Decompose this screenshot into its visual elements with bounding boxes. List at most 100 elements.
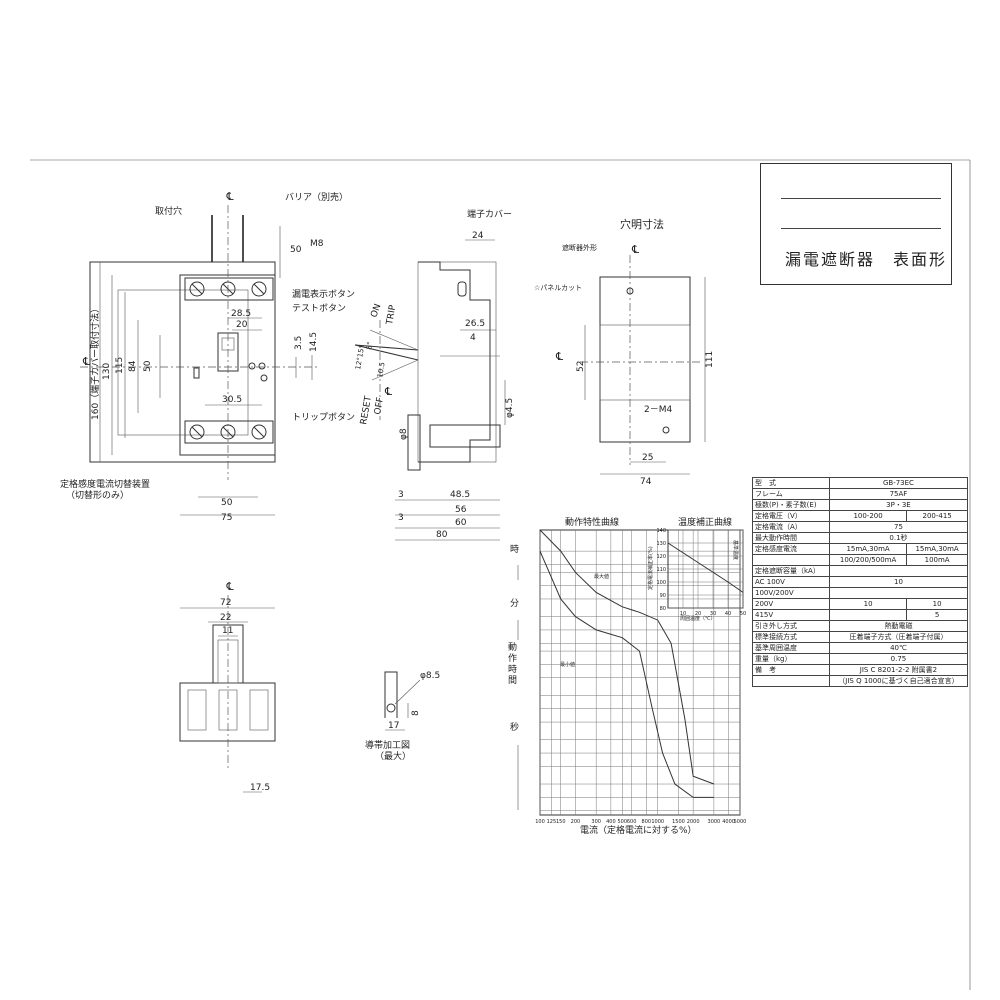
spec-label: 型 式 (752, 477, 830, 489)
panel-cut-view: 穴明寸法 遮断器外形 ☆パネルカット ℄ ℄ 2－M4 52 111 25 74 (534, 217, 715, 487)
spec-row: 定格遮断容量（kA） (752, 565, 969, 577)
spec-label: 415V (752, 609, 830, 621)
temp-y-tick: 80 (660, 606, 666, 612)
spec-value (828, 609, 908, 621)
spec-value: GB-73EC (828, 477, 969, 489)
spec-value: 100mA (906, 554, 968, 566)
spec-label: 極数(P)・素子数(E) (752, 499, 830, 511)
temp-chart-title: 温度補正曲線 (678, 516, 732, 528)
op-x-tick: 200 (571, 819, 581, 825)
spec-label: 基準周囲温度 (752, 642, 830, 654)
front-view: ℄ 取付穴 バリア（別売） M8 漏電表示ボタン テストボタン トリップボタン … (60, 190, 355, 523)
spec-value: 0.1秒 (828, 532, 969, 544)
front-h-centerline-label: ℄ (82, 355, 90, 368)
terminals-top (184, 277, 274, 301)
spec-label: 備 考 (752, 664, 830, 676)
dim-17-5: 17.5 (250, 783, 270, 793)
op-chart-xlabel: 電流（定格電流に対する%） (580, 824, 697, 836)
temp-xlabel: 周囲温度（℃） (680, 615, 716, 622)
spec-label: 重量（kg） (752, 653, 830, 665)
trip-button-label: トリップボタン (292, 412, 355, 423)
spec-value: 10 (906, 598, 968, 610)
dim-130: 130 (102, 363, 112, 380)
spec-label: フレーム (752, 488, 830, 500)
op-x-tick: 300 (591, 819, 601, 825)
spec-value: 75AF (828, 488, 969, 500)
dim-80: 80 (436, 530, 448, 540)
title-block: 漏電遮断器 表面形 (760, 163, 952, 285)
dim-28-5: 28.5 (231, 309, 251, 319)
panel-h-centerline-label: ℄ (555, 350, 563, 363)
spec-label: 定格感度電流 (752, 543, 830, 555)
dim-3-5: 3.5 (294, 336, 304, 350)
dim-72: 72 (220, 598, 231, 608)
spec-label: 定格電流（A） (752, 521, 830, 533)
temp-y-tick: 130 (656, 541, 666, 547)
spec-label: 定格電圧（V） (752, 510, 830, 522)
dim-75: 75 (221, 513, 232, 523)
temp-ref-label: 基準温度 (732, 540, 739, 560)
op-x-tick: 1500 (672, 819, 685, 825)
op-x-tick: 800 (642, 819, 652, 825)
bottom-view: ℄ 72 22 11 17.5 (179, 580, 276, 793)
spec-row: 標準接続方式圧着端子方式（圧着端子付属） (752, 631, 969, 643)
dim-115: 115 (115, 357, 125, 374)
spec-value: 15mA,30mA (828, 543, 908, 555)
on-label: ON (369, 303, 383, 319)
op-x-tick: 3000 (708, 819, 721, 825)
dim-30-5: 30.5 (222, 395, 242, 405)
m8-label: M8 (310, 239, 324, 249)
bottom-centerline-label: ℄ (225, 580, 233, 593)
spec-value: 15mA,30mA (906, 543, 968, 555)
dim-56: 56 (455, 505, 467, 515)
spec-label: 標準接続方式 (752, 631, 830, 643)
dim-phi-8: φ8 (399, 428, 409, 440)
temp-y-tick: 90 (660, 593, 666, 599)
dim-26-5: 26.5 (465, 319, 485, 329)
off-label: OFF (373, 397, 386, 416)
op-section-time: 動作時間 (508, 642, 517, 686)
spec-row: 定格電流（A）75 (752, 521, 969, 533)
dim-3-b: 3 (398, 513, 404, 523)
side-view: 端子カバー ON TRIP OFF RESET 12°15° 8° ℄ 24 2… (354, 208, 515, 541)
test-button (258, 362, 266, 370)
spec-value (828, 565, 969, 577)
op-section-sec: 秒 (510, 721, 519, 733)
spec-row: （JIS Q 1000に基づく自己適合宣言） (752, 675, 969, 687)
outline-label: 遮断器外形 (562, 243, 597, 252)
dim-10-5: 10.5 (376, 362, 387, 379)
spec-row: 重量（kg）0.75 (752, 653, 969, 665)
dim-11: 11 (222, 626, 233, 636)
temp-ylabel: 定格電流補正率(%) (647, 546, 654, 590)
temp-curve (667, 542, 744, 593)
spec-value: 100-200 (828, 510, 908, 522)
trip-label: TRIP (385, 304, 399, 327)
spec-value (828, 587, 969, 599)
screw-label: 2－M4 (644, 405, 672, 415)
spec-label: AC 100V (752, 576, 830, 588)
spec-label: 100V/200V (752, 587, 830, 599)
spec-label: 引き外し方式 (752, 620, 830, 632)
dim-60: 60 (455, 518, 467, 528)
dim-25: 25 (642, 453, 653, 463)
dim-phi-4-5: φ4.5 (505, 398, 515, 418)
title-text: 漏電遮断器 表面形 (785, 250, 948, 269)
conductor-detail: φ8.5 17 8 導帯加工図 （最大） (365, 671, 440, 762)
op-x-tick: 125 (547, 819, 557, 825)
spec-label: 200V (752, 598, 830, 610)
dim-phi-8-5: φ8.5 (420, 671, 440, 681)
dim-50-top: 50 (290, 245, 302, 255)
leak-indicator-label: 漏電表示ボタン (292, 288, 355, 300)
temp-x-tick: 30 (710, 611, 716, 617)
spec-row: 引き外し方式熱動電磁 (752, 620, 969, 632)
front-centerline-label: ℄ (225, 190, 233, 203)
op-curve-max (539, 529, 715, 785)
sensitivity-switch (193, 367, 200, 379)
op-x-tick: 150 (556, 819, 566, 825)
